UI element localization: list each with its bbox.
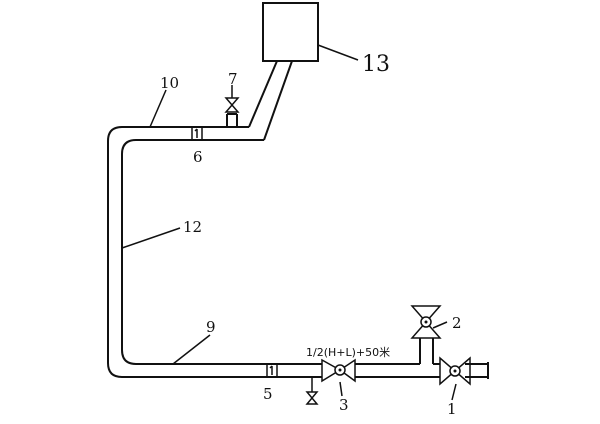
label-10: 10 bbox=[160, 74, 179, 92]
label-1: 1 bbox=[447, 400, 457, 418]
inclined-pipe bbox=[248, 60, 293, 141]
drain-branch bbox=[305, 377, 319, 405]
valve-3-left-pipe bbox=[308, 363, 322, 378]
elevation-label: 1/2(H+L)+50米 bbox=[306, 346, 390, 359]
leader-lines bbox=[121, 44, 457, 401]
main-pipe-inner-wall bbox=[121, 139, 308, 365]
label-5: 5 bbox=[263, 385, 273, 403]
fitting-6 bbox=[191, 126, 203, 141]
label-12: 12 bbox=[183, 218, 202, 236]
label-13: 13 bbox=[362, 52, 390, 77]
tank-13 bbox=[262, 2, 319, 62]
label-9: 9 bbox=[206, 318, 216, 336]
fitting-5 bbox=[266, 363, 278, 378]
label-6: 6 bbox=[193, 148, 203, 166]
riser-to-valve-2 bbox=[419, 338, 434, 364]
valve-1 bbox=[439, 356, 471, 386]
lower-right-pipe bbox=[355, 362, 489, 379]
valve-7 bbox=[224, 97, 240, 113]
vent-pipe bbox=[226, 113, 238, 127]
label-2: 2 bbox=[452, 314, 462, 332]
valve-3 bbox=[321, 358, 356, 383]
valve-2 bbox=[410, 305, 442, 339]
main-pipe-outer-wall bbox=[107, 126, 308, 378]
label-7: 7 bbox=[228, 70, 238, 88]
label-3: 3 bbox=[339, 396, 349, 414]
